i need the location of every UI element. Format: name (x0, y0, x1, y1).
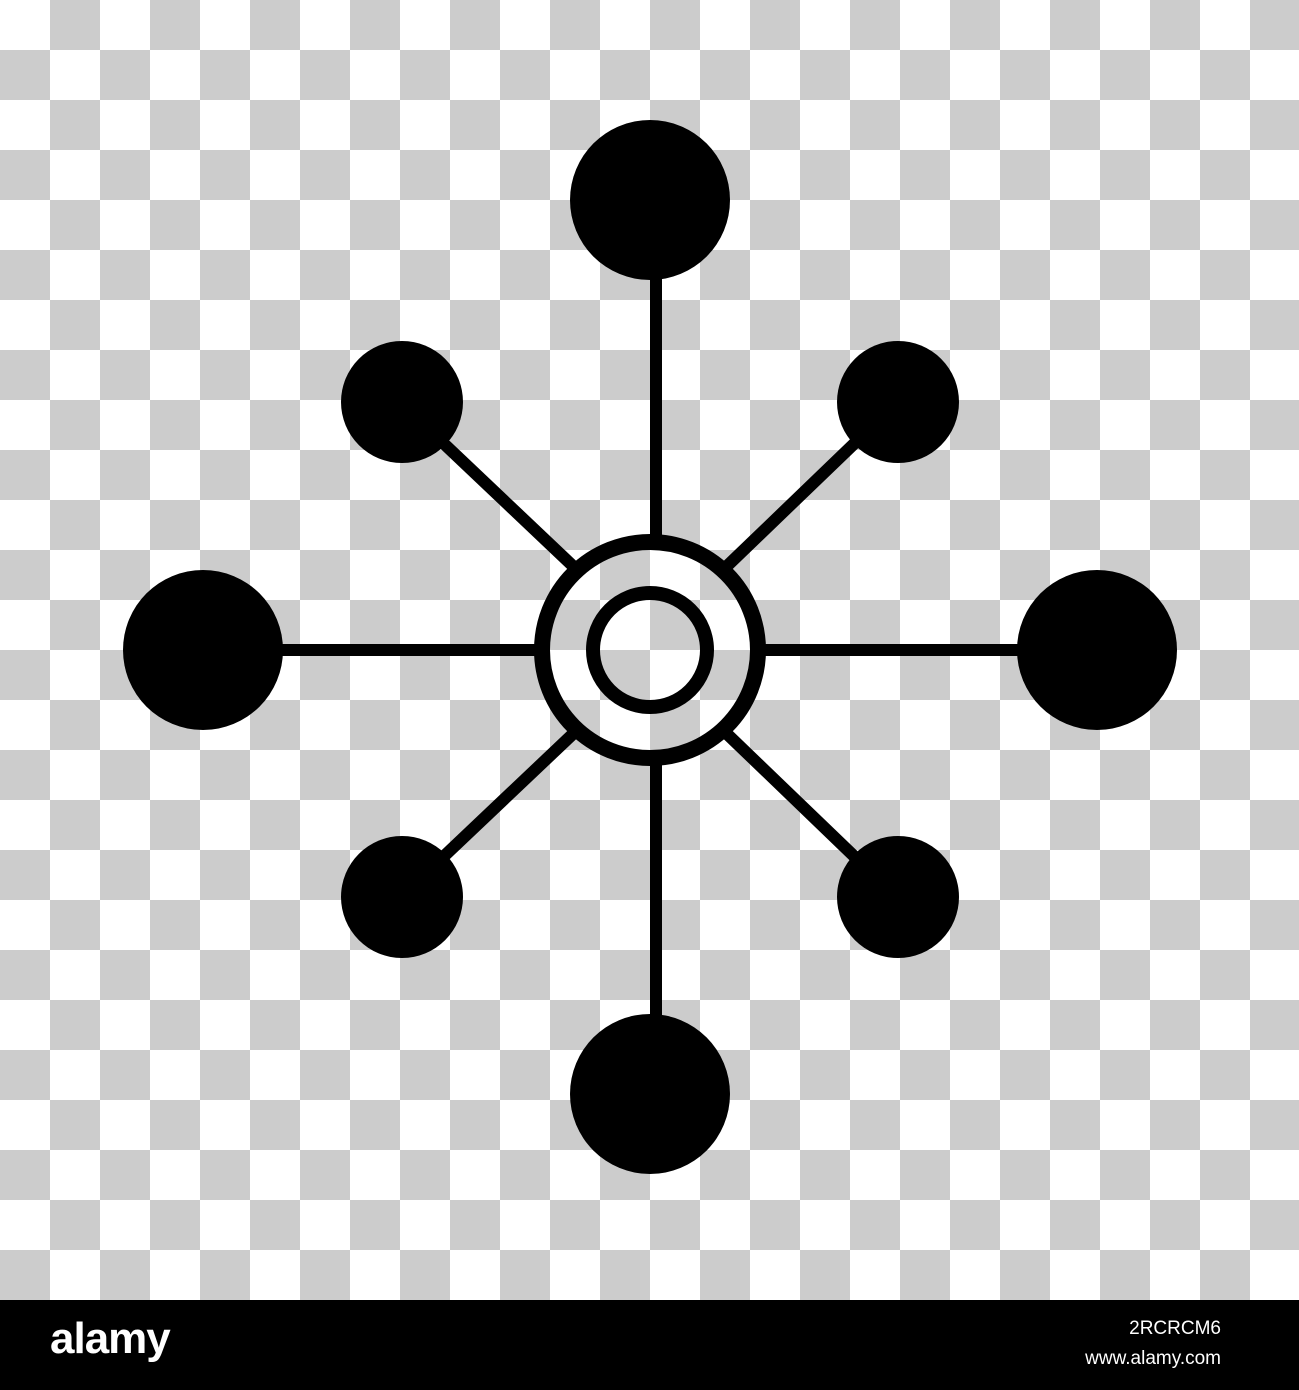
node-left (123, 570, 283, 730)
connector-bottom-left (435, 727, 580, 865)
node-top (570, 120, 730, 280)
node-top-right (837, 341, 959, 463)
node-bottom (570, 1014, 730, 1174)
node-bottom-right (837, 836, 959, 958)
network-hub-icon (123, 120, 1177, 1174)
watermark-footer: alamy 2RCRCM6 www.alamy.com (0, 1300, 1299, 1390)
image-id: 2RCRCM6 (1129, 1318, 1221, 1339)
connector-lines (270, 270, 1030, 1030)
connector-top-right (720, 435, 863, 573)
hub-outer-ring (534, 534, 766, 766)
node-right (1017, 570, 1177, 730)
transparency-checkerboard (0, 0, 1299, 1300)
site-url: www.alamy.com (1085, 1348, 1221, 1369)
hub-inner-ring (586, 586, 714, 714)
node-top-left (341, 341, 463, 463)
connector-bottom-right (720, 727, 863, 865)
connector-top-left (435, 435, 580, 573)
node-bottom-left (341, 836, 463, 958)
brand-logo: alamy (50, 1314, 171, 1363)
